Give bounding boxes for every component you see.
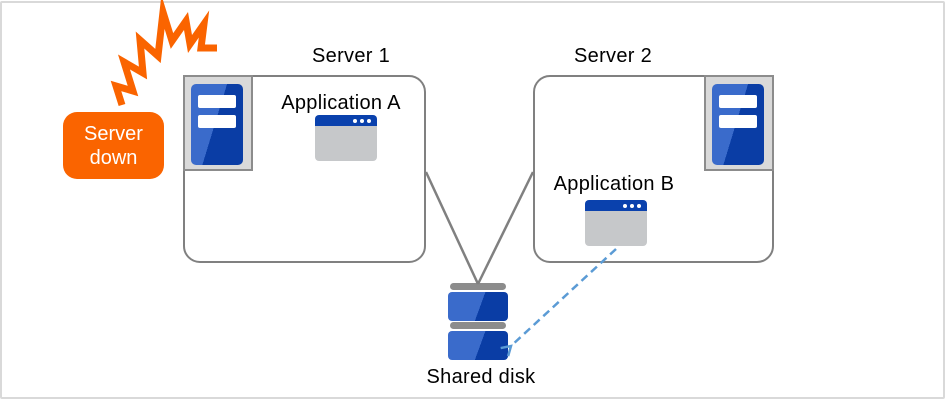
dot	[623, 204, 627, 208]
app-window-icon	[315, 115, 377, 161]
stacked-disk-icon	[448, 283, 508, 361]
dot	[360, 119, 364, 123]
dot	[367, 119, 371, 123]
server-down-badge-line2: down	[89, 146, 138, 169]
server-tower-icon	[183, 75, 253, 171]
server-slot	[719, 95, 757, 108]
server-slot	[719, 115, 757, 128]
application-a-label: Application A	[281, 92, 401, 114]
app-window-dots	[353, 119, 371, 123]
disk-bar	[450, 322, 506, 329]
app-window-titlebar	[585, 200, 647, 211]
app-window-dots	[623, 204, 641, 208]
dot	[630, 204, 634, 208]
app-window-body	[585, 211, 647, 246]
app-window-icon	[585, 200, 647, 246]
app-window-titlebar	[315, 115, 377, 126]
server-tower-body	[191, 84, 243, 165]
dot	[353, 119, 357, 123]
server1-title: Server 1	[312, 45, 390, 67]
server-slot	[198, 115, 236, 128]
application-b-label: Application B	[553, 173, 675, 195]
server-down-badge: Server down	[63, 112, 164, 179]
app-window-body	[315, 126, 377, 161]
server-down-badge-line1: Server	[84, 122, 143, 145]
disk-segment	[448, 331, 508, 360]
dot	[637, 204, 641, 208]
disk-bar	[450, 283, 506, 290]
disk-segment	[448, 292, 508, 321]
server-tower-body	[712, 84, 764, 165]
server-tower-icon	[704, 75, 774, 171]
server-slot	[198, 95, 236, 108]
shared-disk-label: Shared disk	[426, 366, 536, 388]
server2-title: Server 2	[574, 45, 652, 67]
